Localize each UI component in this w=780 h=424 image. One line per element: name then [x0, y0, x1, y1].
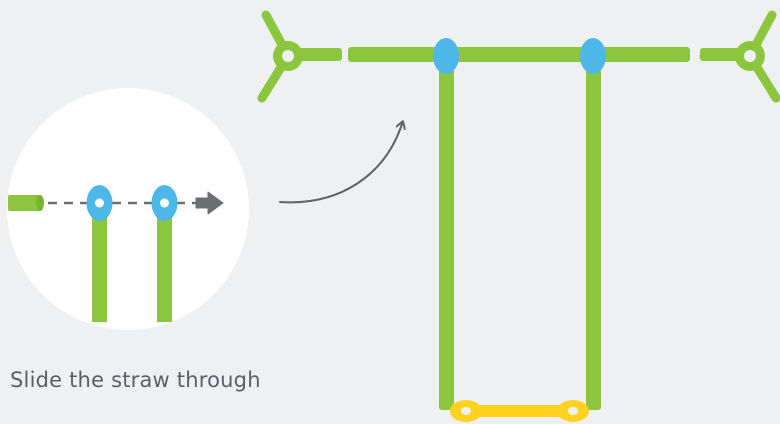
- inset-ring-right-hole: [160, 198, 169, 208]
- inset-horizontal-straw: [8, 195, 42, 211]
- inset-detail: [8, 185, 224, 322]
- left-connector-ring: [433, 38, 459, 74]
- inset-vertical-straw-right: [157, 210, 172, 322]
- instruction-caption: Slide the straw through: [10, 368, 261, 392]
- direction-arrow-icon: [195, 191, 224, 215]
- swing-seat: [450, 400, 589, 422]
- top-bar-straw: [348, 47, 690, 62]
- left-hanging-straw: [439, 58, 454, 410]
- pointer-arrow: [279, 124, 402, 204]
- inset-vertical-straw-left: [92, 210, 107, 322]
- right-connector-ring: [580, 38, 606, 74]
- inset-ring-left-hole: [95, 198, 104, 208]
- right-joint-connector: [699, 10, 780, 103]
- left-joint-connector: [257, 10, 339, 103]
- right-hanging-straw: [586, 58, 601, 410]
- inset-zoom-circle: [7, 88, 249, 330]
- inset-straw-end: [36, 195, 44, 211]
